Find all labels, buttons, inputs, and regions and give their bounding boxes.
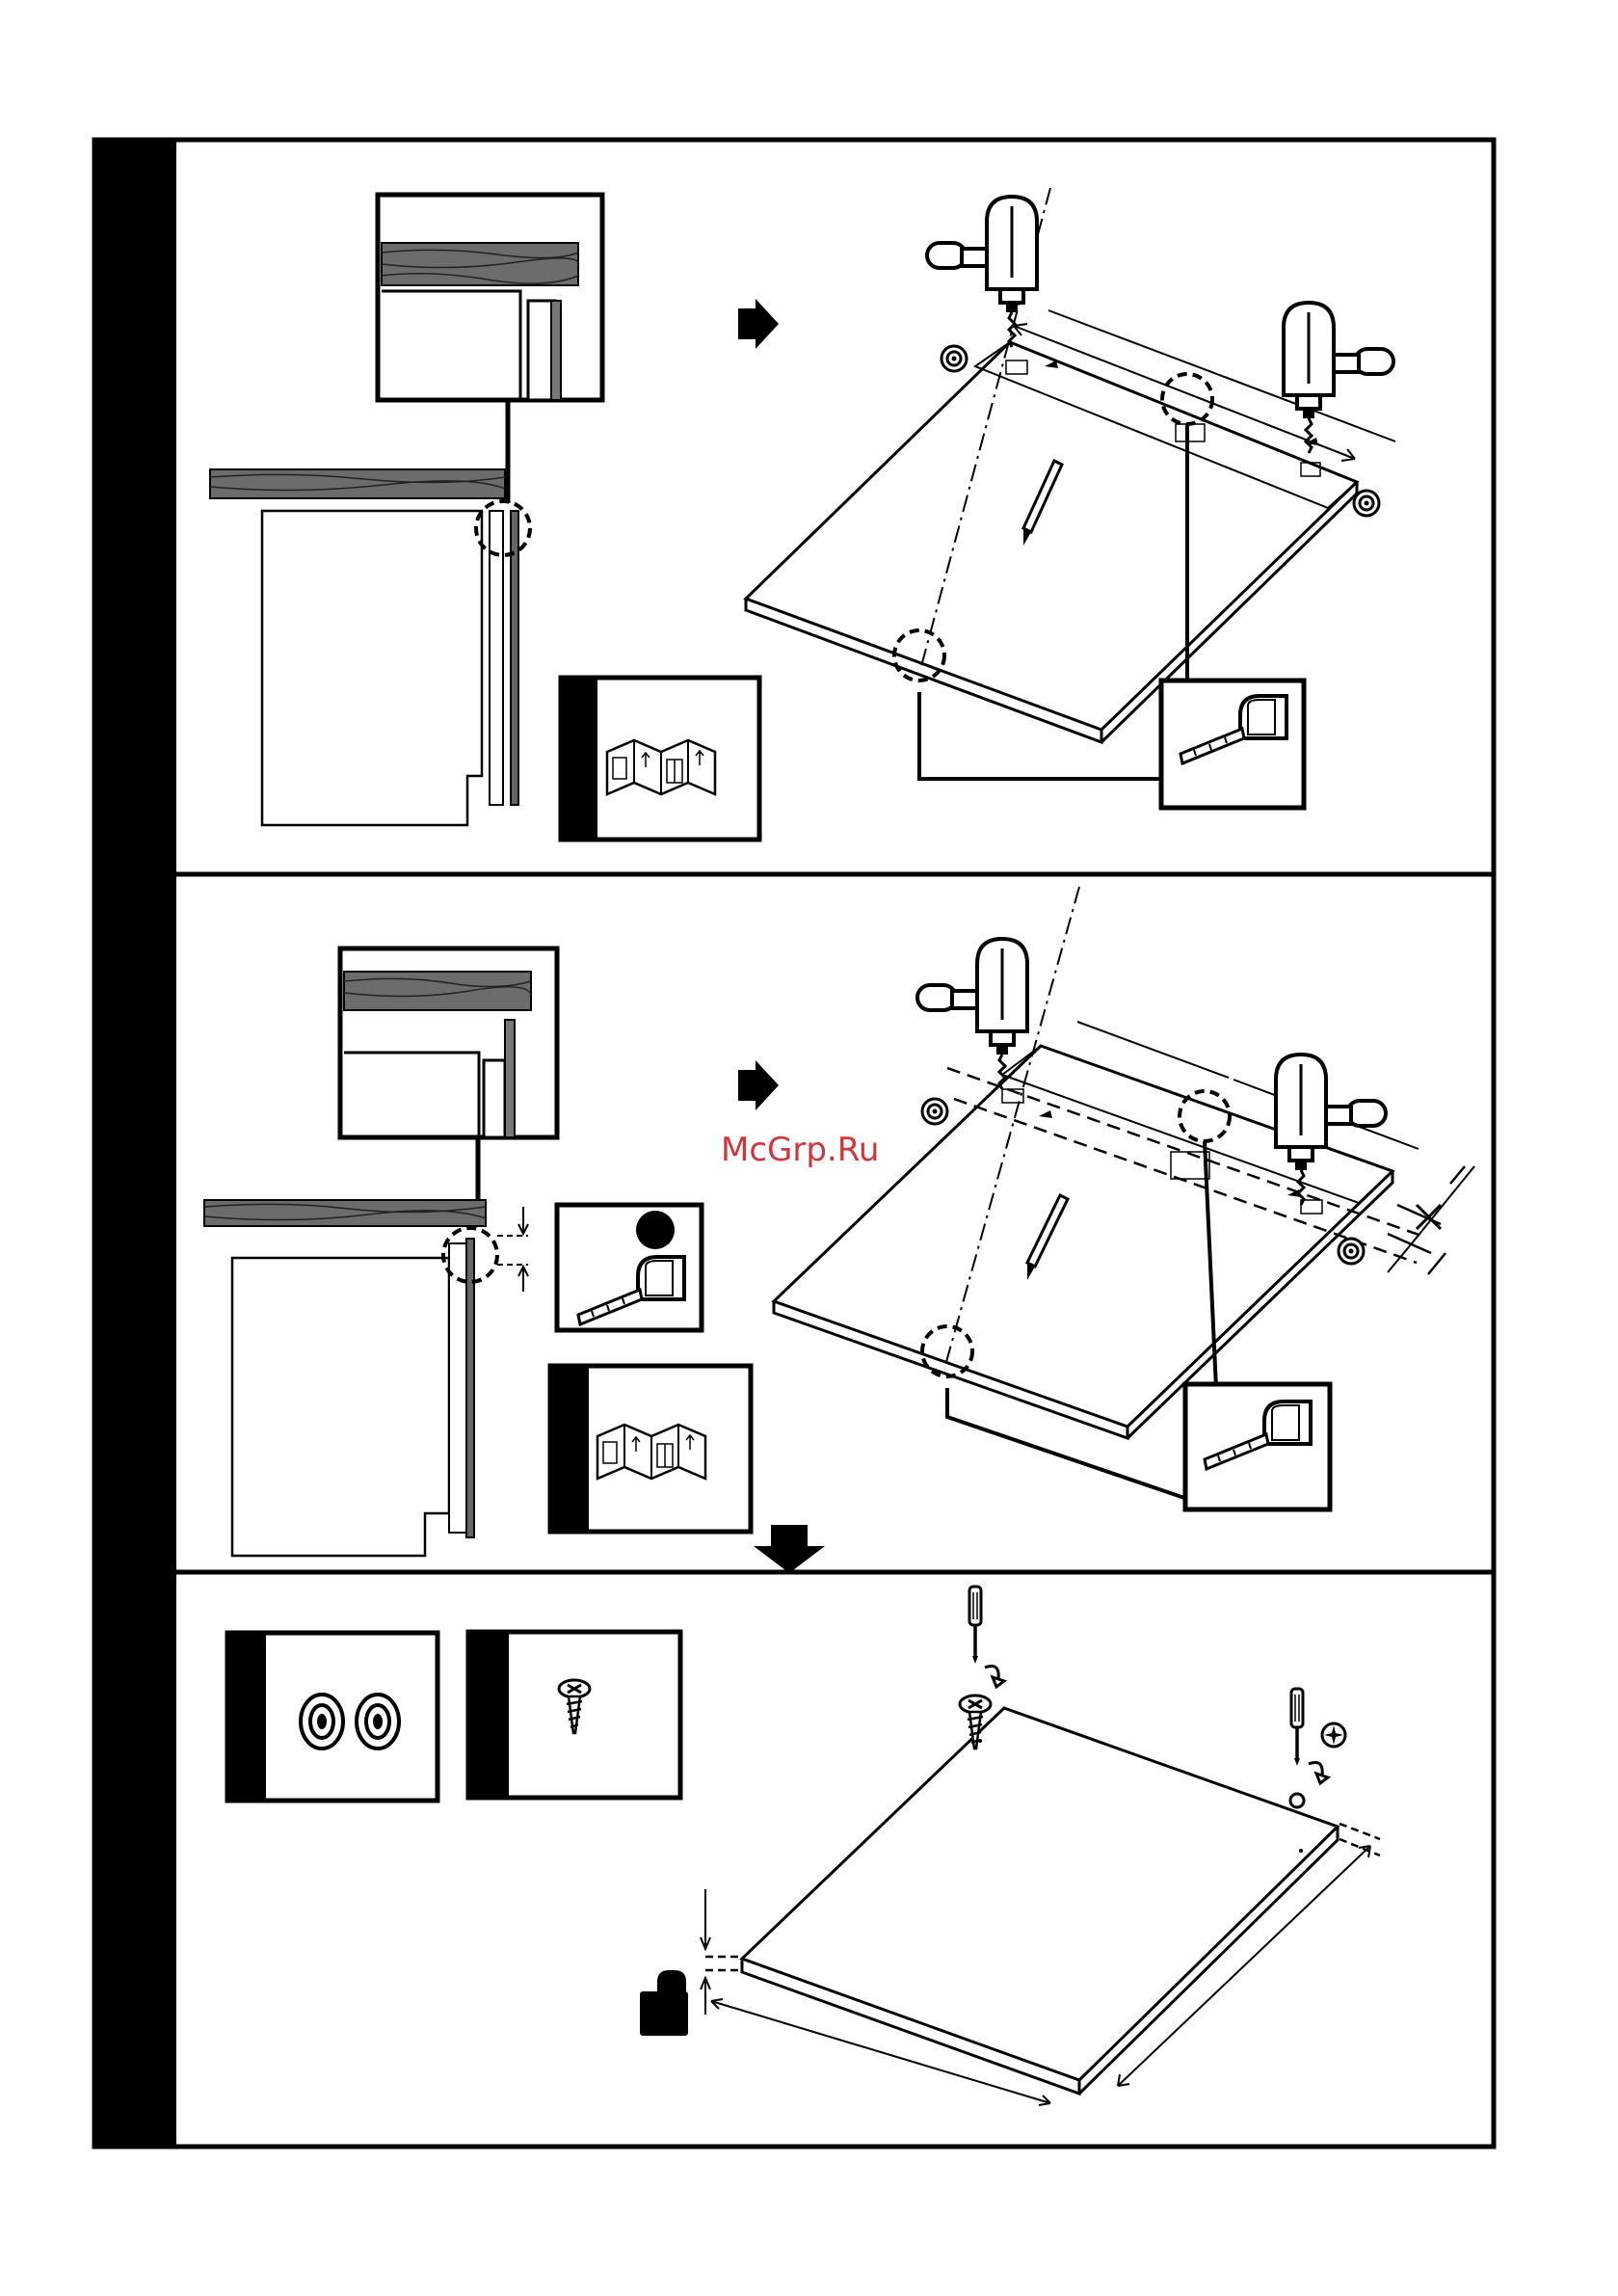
cabinet-foot-icon [301, 1695, 343, 1749]
drill-icon [1284, 303, 1393, 453]
cabinet-foot-icon [942, 346, 967, 371]
cabinet-foot-icon [922, 1099, 947, 1124]
rotate-arrow-icon [985, 1667, 1004, 1688]
rotate-arrow-icon [1309, 1763, 1328, 1784]
weight-icon [640, 1970, 688, 2036]
tape-measure [1185, 1384, 1330, 1509]
offset-measure [557, 1205, 702, 1330]
phillips-head-icon [1322, 1723, 1345, 1747]
instruction-sheet [550, 1366, 751, 1532]
tape-measure [1161, 681, 1304, 808]
cabinet-feet [227, 1633, 438, 1801]
cabinet-foot-icon [1339, 1239, 1364, 1264]
cabinet-side-view [210, 469, 530, 825]
marker-dot-icon [636, 1211, 675, 1249]
drill-icon [917, 939, 1027, 1089]
screwdriver-icon [969, 1587, 981, 1664]
step-2-panel: McGrp.Ru [204, 887, 1474, 1573]
arrow-right-icon [738, 1060, 779, 1110]
plinth-detail [340, 948, 557, 1137]
step-3-panel [227, 1587, 1380, 2105]
arrow-down-icon [754, 1525, 825, 1573]
watermark-text: McGrp.Ru [721, 1131, 879, 1169]
cabinet-foot-icon [357, 1695, 399, 1749]
drilling-top-panel [774, 887, 1474, 1499]
wood-screw [468, 1632, 680, 1798]
screw-in-feet [701, 1587, 1380, 2105]
cabinet-foot-icon [1354, 491, 1379, 516]
step-1-panel [210, 188, 1395, 840]
arrow-right-icon [738, 299, 779, 349]
screwdriver-icon [1291, 1689, 1303, 1766]
cabinet-side-view [204, 1200, 528, 1556]
plinth-detail [378, 195, 602, 400]
instruction-sheet [561, 678, 759, 840]
